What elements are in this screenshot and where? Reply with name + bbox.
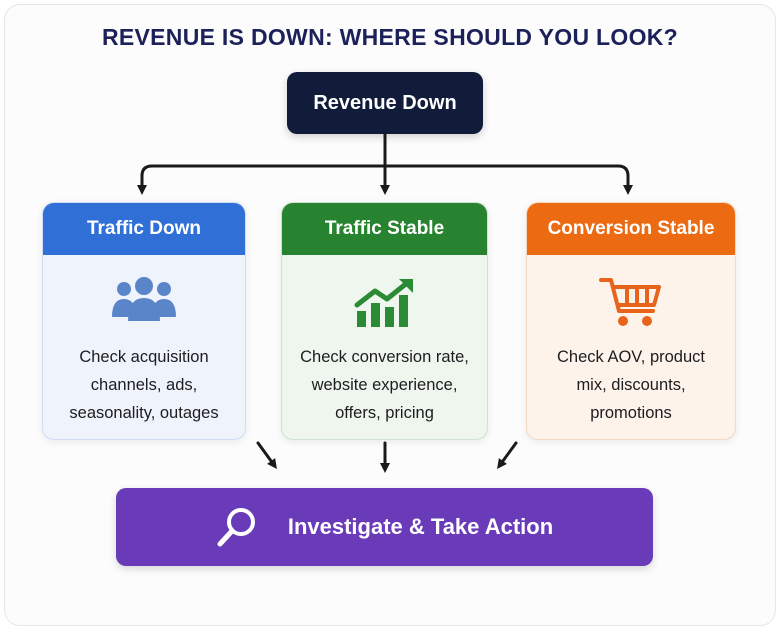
root-node: Revenue Down: [287, 72, 483, 134]
branch-description: Check acquisition channels, ads, seasona…: [53, 343, 235, 427]
description-line: website experience,: [311, 376, 458, 394]
branch-description: Check AOV, product mix, discounts, promo…: [537, 343, 725, 427]
branch-card-traffic-stable: Traffic Stable Check conversion rate, we…: [281, 202, 488, 440]
description-line: Check conversion rate,: [300, 348, 469, 366]
root-node-label: Revenue Down: [313, 91, 457, 114]
branch-card-traffic-down: Traffic Down Check acquisition channels,…: [42, 202, 246, 440]
description-line: Check acquisition: [79, 348, 209, 366]
description-line: offers, pricing: [335, 404, 434, 422]
magnifier-icon: [217, 508, 255, 547]
branch-card-conversion-stable: Conversion Stable Check AOV, product mix…: [526, 202, 736, 440]
description-line: channels, ads,: [90, 376, 198, 394]
branch-header: Traffic Down: [43, 203, 245, 255]
branch-header: Conversion Stable: [527, 203, 735, 255]
action-node: Investigate & Take Action: [116, 488, 653, 566]
branch-header: Traffic Stable: [282, 203, 487, 255]
action-node-label: Investigate & Take Action: [287, 514, 554, 539]
description-line: Check AOV, product: [557, 348, 705, 366]
people-group-icon: [112, 277, 176, 321]
growth-chart-icon: [354, 279, 413, 327]
description-line: mix, discounts,: [576, 376, 686, 394]
description-line: promotions: [590, 404, 672, 422]
diagram-title: REVENUE IS DOWN: WHERE SHOULD YOU LOOK?: [101, 24, 679, 50]
branch-description: Check conversion rate, website experienc…: [292, 343, 477, 427]
description-line: seasonality, outages: [69, 404, 219, 422]
shopping-cart-icon: [599, 278, 661, 326]
